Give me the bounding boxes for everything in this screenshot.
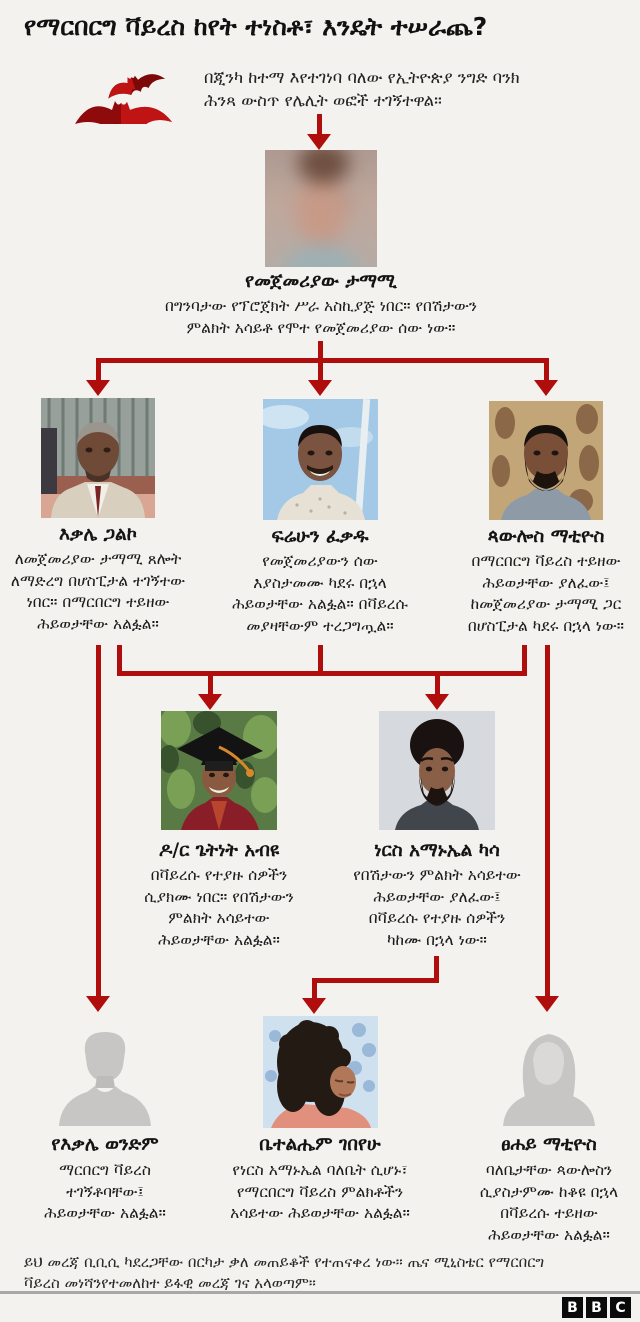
person-name: ዶ/ር ጌትነት አብዩ bbox=[158, 840, 280, 861]
source-note: ይህ መረጃ ቢቢሲ ካደረጋቸው በርካታ ቃለ መጠይቆች የተጠናቀረ ነ… bbox=[24, 1253, 545, 1292]
arrow-down-icon bbox=[534, 358, 558, 396]
person-desc: ለመጀመሪያው ታማሚ ጸሎት ለማድረግ በሆስፒታል ተገኝተው ነበር። … bbox=[10, 550, 186, 633]
graduate-photo bbox=[161, 711, 277, 830]
person-desc: በማርበርግ ቫይረስ ተይዘው ሕይወታቸው ያለፈው፤ ከመጀመሪያው ታማ… bbox=[467, 552, 625, 635]
bbc-logo-letter: B bbox=[586, 1297, 607, 1318]
connector-line bbox=[522, 645, 527, 676]
person-name: የእቃሌ ወንድም bbox=[51, 1134, 159, 1155]
person-desc: የመጀመሪያውን ሰው እያስታመሙ ካደሩ በኋላ ሕይወታቸው አልፏል። … bbox=[232, 552, 408, 635]
bearded-man-photo bbox=[489, 401, 603, 520]
woman-curly-hair-photo bbox=[263, 1016, 378, 1128]
arrow-down-icon bbox=[302, 978, 326, 1014]
arrow-down-icon bbox=[198, 671, 222, 710]
person-name: ነርስ አማኑኤል ካሳ bbox=[374, 840, 500, 861]
person-desc: ማርበርግ ቫይረስ ተገኝቶባቸው፤ ሕይወታቸው አልፏል። bbox=[44, 1161, 166, 1222]
arrow-down-icon bbox=[425, 671, 449, 710]
afro-man-photo bbox=[379, 711, 495, 830]
connector-line bbox=[117, 645, 122, 676]
arrow-down-icon bbox=[307, 114, 331, 150]
person-name: እቃሌ ጋልኮ bbox=[58, 524, 138, 545]
person-desc: ባለቤታቸው ጳውሎስን ሲያስታምሙ ከቆዩ በኋላ በቫይረሱ ተይዘው ሕ… bbox=[479, 1161, 619, 1244]
arrow-down-icon bbox=[86, 358, 110, 396]
patient-zero-photo bbox=[265, 150, 377, 267]
person-desc: የበሽታውን ምልክት አሳይተው ሕይወታቸው ያለፈው፤ በቫይረሱ የተያ… bbox=[353, 866, 521, 949]
smiling-man-photo bbox=[263, 399, 378, 520]
person-name: ፀሐይ ማቲዮስ bbox=[501, 1134, 597, 1155]
female-silhouette bbox=[503, 1034, 595, 1126]
connector-line bbox=[312, 978, 439, 983]
footer-divider bbox=[0, 1291, 640, 1294]
connector-line bbox=[318, 341, 323, 359]
connector-line bbox=[434, 956, 439, 983]
bats-icon bbox=[75, 74, 172, 124]
person-desc: የነርስ አማኑኤል ባለቤት ሲሆኑ፣ የማርበርግ ቫይረስ ምልክቶችን … bbox=[230, 1161, 410, 1222]
bbc-logo: B B C bbox=[562, 1297, 631, 1318]
bbc-logo-letter: B bbox=[562, 1297, 583, 1318]
male-silhouette bbox=[59, 1032, 151, 1126]
bbc-logo-letter: C bbox=[610, 1297, 631, 1318]
person-name: ፍሬሁን ፈቃዱ bbox=[271, 526, 369, 547]
person-desc: በቫይረሱ የተያዙ ሰዎችን ሲያክሙ ነበር። የበሽታውን ምልክት አሳ… bbox=[144, 866, 294, 949]
intro-text: በጂንካ ከተማ እየተገነባ ባለው የኢትዮጵያ ንግድ ባንክ ሕንጻ ው… bbox=[204, 68, 520, 110]
connector-line bbox=[318, 645, 323, 676]
arrow-down-icon bbox=[308, 358, 332, 396]
man-in-suit-photo bbox=[41, 398, 155, 518]
patient-zero-desc: በግንባታው የፕሮጀክት ሥራ አስኪያጅ ነበር። የበሽታውን ምልክት … bbox=[165, 297, 477, 337]
person-name: ቤተልሔም ገበየሁ bbox=[259, 1134, 381, 1155]
connector-line bbox=[117, 671, 527, 676]
person-name: ጳውሎስ ማቲዮስ bbox=[487, 526, 605, 547]
arrow-down-icon bbox=[535, 645, 559, 1012]
patient-zero-name: የመጀመሪያው ታማሚ bbox=[245, 271, 397, 292]
page-title: የማርበርግ ቫይረስ ከየት ተነስቶ፣ እንዴት ተሠራጨ? bbox=[24, 12, 488, 41]
arrow-down-icon bbox=[86, 645, 110, 1012]
